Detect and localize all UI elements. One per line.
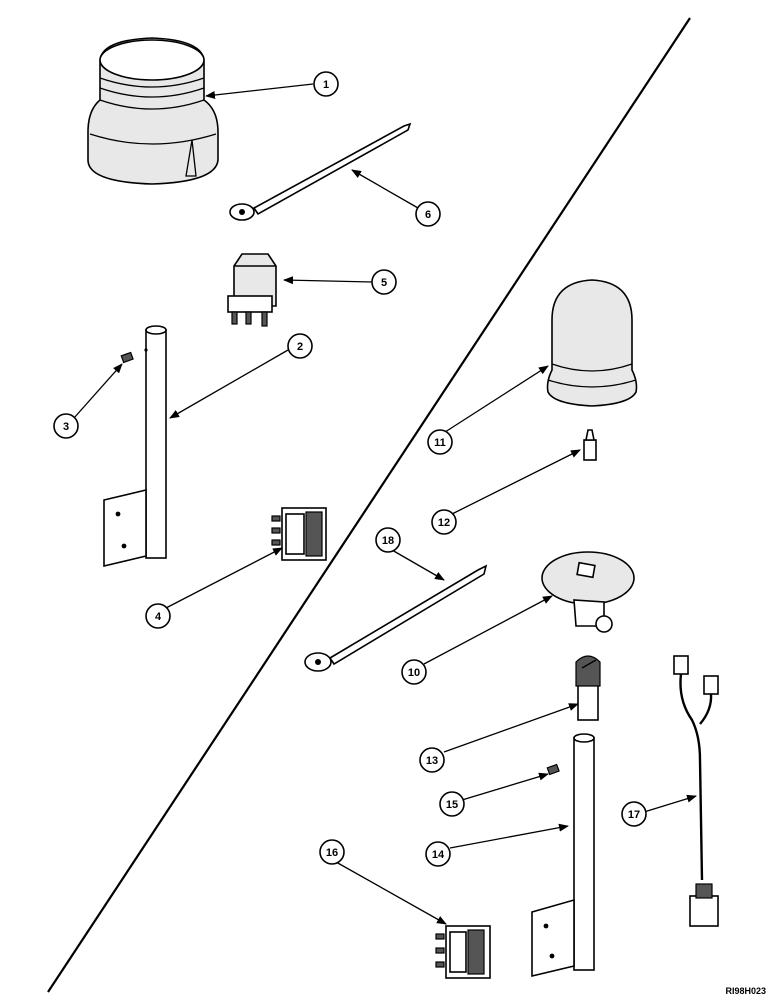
leader-lines: [73, 83, 697, 925]
mounting-pole-right-part: [531, 733, 595, 978]
callout-10-label: 10: [408, 667, 420, 679]
adapter-part: [575, 655, 601, 721]
callout-14: 14: [425, 841, 451, 867]
set-screw-right-part: [546, 763, 560, 776]
callout-16-label: 16: [326, 847, 338, 859]
callout-15-label: 15: [446, 799, 458, 811]
callout-17: 17: [621, 801, 647, 827]
relay-part: [227, 253, 277, 327]
beacon-light-tall-part: [546, 279, 638, 407]
drawing-reference-code: RI98H023: [725, 986, 766, 996]
callout-2-label: 2: [297, 341, 303, 353]
callout-13: 13: [419, 747, 445, 773]
rocker-switch-lower-part: [435, 925, 491, 979]
callout-6: 6: [415, 201, 441, 227]
callout-15: 15: [439, 791, 465, 817]
cable-tie-lower-part: [304, 564, 488, 672]
callout-12: 12: [431, 509, 457, 535]
wiring-harness-part: [673, 655, 719, 927]
beacon-light-dome-part: [87, 37, 219, 185]
callout-5-label: 5: [381, 277, 387, 289]
rocker-switch-left-part: [271, 507, 327, 561]
callout-2: 2: [287, 333, 313, 359]
callout-1-label: 1: [323, 79, 329, 91]
callout-17-label: 17: [628, 809, 640, 821]
callout-18: 18: [375, 527, 401, 553]
callout-12-label: 12: [438, 517, 450, 529]
cable-tie-upper-part: [229, 122, 412, 221]
callout-4-label: 4: [155, 611, 162, 623]
callout-11-label: 11: [434, 437, 446, 449]
callout-4: 4: [145, 603, 171, 629]
callout-13-label: 13: [426, 755, 438, 767]
callout-10: 10: [401, 659, 427, 685]
callout-1: 1: [313, 71, 339, 97]
callout-16: 16: [319, 839, 345, 865]
callout-6-label: 6: [425, 209, 431, 221]
set-screw-left-part: [120, 351, 134, 364]
callout-18-label: 18: [382, 535, 394, 547]
callout-3: 3: [53, 413, 79, 439]
pin-part: [583, 429, 597, 461]
magnetic-base-part: [541, 551, 635, 633]
callout-3-label: 3: [63, 421, 69, 433]
callout-11: 11: [427, 429, 453, 455]
callout-5: 5: [371, 269, 397, 295]
callout-14-label: 14: [432, 849, 445, 861]
mounting-pole-left-part: [103, 325, 167, 568]
divider-line: [47, 17, 691, 993]
